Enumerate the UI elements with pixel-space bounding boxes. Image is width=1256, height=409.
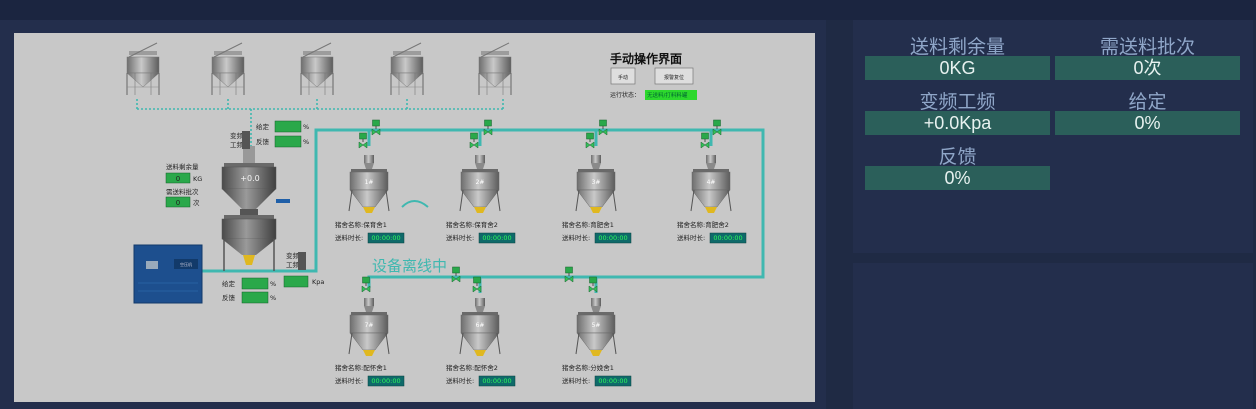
tank-name: 猪舍名称:配怀舍1 xyxy=(335,363,387,372)
tank-time-box xyxy=(367,375,405,387)
batches-unit: 次 xyxy=(193,198,200,207)
svg-text:工频: 工频 xyxy=(286,260,300,269)
svg-text:工频: 工频 xyxy=(230,140,244,149)
svg-text:反馈: 反馈 xyxy=(256,137,270,146)
tank-time-label: 送料时长: xyxy=(446,376,474,385)
feed-tank: 2# 猪舍名称:保育舍2 送料时长: 00:00:00 xyxy=(446,154,516,244)
tank-number: 2# xyxy=(476,179,485,186)
tank-number: 7# xyxy=(365,322,374,329)
feedback-value: 0% xyxy=(865,166,1050,190)
svg-text:Kpa: Kpa xyxy=(312,278,324,286)
tank-time-label: 送料时长: xyxy=(677,233,705,242)
tank-number: 6# xyxy=(476,322,485,329)
tank-number: 3# xyxy=(592,179,601,186)
reset-button[interactable]: 报警复位 xyxy=(654,67,694,85)
tank-time-label: 送料时长: xyxy=(562,233,590,242)
feed-tank: 1# 猪舍名称:保育舍1 送料时长: 00:00:00 xyxy=(335,154,405,244)
tank-name: 猪舍名称:保育舍2 xyxy=(446,220,498,229)
compressor-label: 空压机 xyxy=(180,261,192,267)
tank-name: 猪舍名称:育肥舍2 xyxy=(677,220,729,229)
tank-time-box xyxy=(478,375,516,387)
freq-value: +0.0Kpa xyxy=(865,111,1050,135)
svg-text:变频: 变频 xyxy=(286,251,300,260)
batches-label: 需送料批次 xyxy=(166,187,199,196)
hmi-canvas: +0.0 空压机 送料剩余量 0 KG 需送料批次 0 次 变频 工频 给定 % xyxy=(14,33,815,402)
top-bar xyxy=(0,0,1256,20)
batches-label: 需送料批次 xyxy=(1099,36,1195,58)
remaining-value: 0KG xyxy=(865,56,1050,80)
tank-time-box xyxy=(594,232,632,244)
tank-time-label: 送料时长: xyxy=(562,376,590,385)
svg-text:报警复位: 报警复位 xyxy=(664,74,684,81)
tank-time-label: 送料时长: xyxy=(446,233,474,242)
svg-text:%: % xyxy=(270,280,276,288)
tank-time-label: 送料时长: xyxy=(335,233,363,242)
feed-tank: 5# 猪舍名称:分娩舍1 送料时长: 00:00:00 xyxy=(562,297,632,387)
tank-time-value: 00:00:00 xyxy=(598,234,627,242)
air-compressor xyxy=(133,244,203,304)
tank-time-value: 00:00:00 xyxy=(371,234,400,242)
tank-time-value: 00:00:00 xyxy=(713,234,742,242)
freq-label: 变频工频 xyxy=(919,91,996,113)
pipe-arc xyxy=(401,200,429,208)
tank-number: 4# xyxy=(707,179,716,186)
feed-tank: 6# 猪舍名称:配怀舍2 送料时长: 00:00:00 xyxy=(446,297,516,387)
svg-text:变频: 变频 xyxy=(230,131,244,140)
tank-number: 5# xyxy=(592,322,601,329)
silo-dotted-line xyxy=(136,99,504,161)
svg-text:反馈: 反馈 xyxy=(222,293,236,302)
main-hopper-value: +0.0 xyxy=(240,174,259,183)
tank-time-value: 00:00:00 xyxy=(482,377,511,385)
feed-tank: 3# 猪舍名称:育肥舍1 送料时长: 00:00:00 xyxy=(562,154,632,244)
manual-button[interactable]: 手动 xyxy=(610,67,636,85)
svg-text:%: % xyxy=(303,123,309,131)
hmi-title: 手动操作界面 xyxy=(610,51,682,66)
tank-time-box xyxy=(709,232,747,244)
feed-tanks: 1# 猪舍名称:保育舍1 送料时长: 00:00:00 2# 猪舍名称:保育舍2 送料时长:… xyxy=(335,154,747,387)
tank-name: 猪舍名称:育肥舍1 xyxy=(562,220,614,229)
tank-name: 猪舍名称:保育舍1 xyxy=(335,220,387,229)
svg-text:0: 0 xyxy=(176,199,180,207)
svg-text:0: 0 xyxy=(176,175,180,183)
status-badge xyxy=(645,90,697,100)
tank-name: 猪舍名称:配怀舍2 xyxy=(446,363,498,372)
tank-number: 1# xyxy=(365,179,374,186)
status-label: 运行状态： xyxy=(610,91,640,99)
svg-text:给定: 给定 xyxy=(222,279,236,288)
feedback-label: 反馈 xyxy=(938,146,977,168)
svg-text:%: % xyxy=(270,294,276,302)
status-value: 无送料/打料料罐 xyxy=(647,91,688,99)
feed-tank: 7# 猪舍名称:配怀舍1 送料时长: 00:00:00 xyxy=(335,297,405,387)
feed-tank: 4# 猪舍名称:育肥舍2 送料时长: 00:00:00 xyxy=(677,154,747,244)
main-hopper xyxy=(221,146,290,271)
svg-text:手动: 手动 xyxy=(618,74,628,81)
tank-time-box xyxy=(478,232,516,244)
tank-name: 猪舍名称:分娩舍1 xyxy=(562,363,614,372)
silo-row xyxy=(126,42,512,96)
setpoint-label: 给定 xyxy=(1128,91,1167,113)
svg-text:%: % xyxy=(303,138,309,146)
tank-time-label: 送料时长: xyxy=(335,376,363,385)
tank-time-value: 00:00:00 xyxy=(598,377,627,385)
batches-value: 0次 xyxy=(1055,56,1240,80)
offline-text: 设备离线中 xyxy=(372,257,447,275)
tank-time-box xyxy=(594,375,632,387)
tank-time-box xyxy=(367,232,405,244)
remaining-label: 送料剩余量 xyxy=(166,162,199,171)
left-indicators: 送料剩余量 0 KG 需送料批次 0 次 变频 工频 给定 % 反馈 % 变频 … xyxy=(165,120,324,304)
remaining-label: 送料剩余量 xyxy=(909,36,1005,58)
setpoint-value: 0% xyxy=(1055,111,1240,135)
remaining-unit: KG xyxy=(193,175,202,183)
tank-time-value: 00:00:00 xyxy=(371,377,400,385)
tank-time-value: 00:00:00 xyxy=(482,234,511,242)
empty-panel xyxy=(853,263,1253,409)
svg-text:给定: 给定 xyxy=(256,122,270,131)
